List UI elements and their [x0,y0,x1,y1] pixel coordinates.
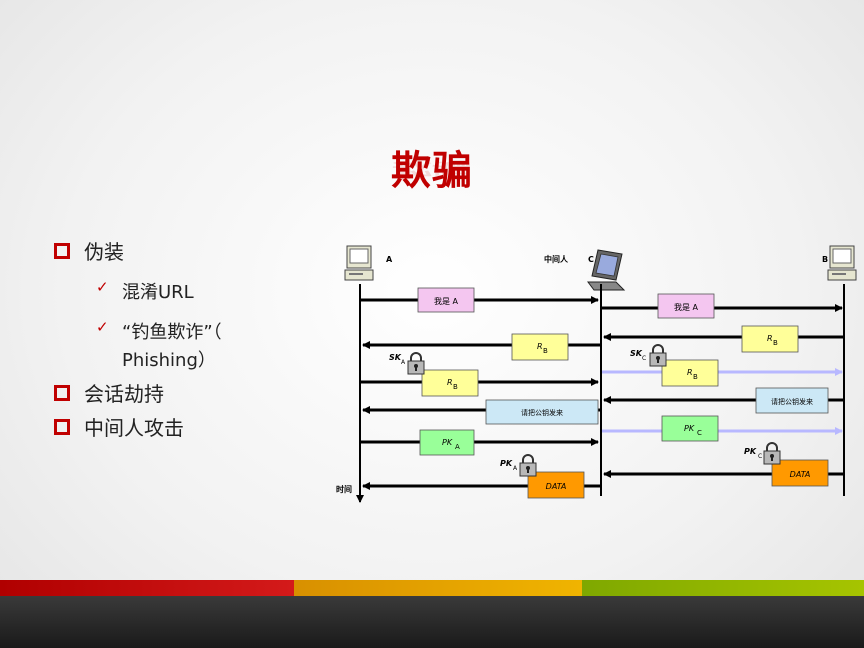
svg-text:C: C [697,429,702,437]
msg-box-request-key-c: 请把公钥发来 [485,399,599,425]
bullet-text: 伪装 [84,240,124,264]
bullet-text: Phishing） [122,350,216,371]
party-a-label: A [386,255,393,264]
svg-text:B: B [693,373,698,381]
square-bullet-icon [54,418,70,435]
pkc-lock-sub: C [758,453,762,460]
footer-bar [0,596,864,648]
ska-label: SK [389,353,402,362]
svg-text:请把公钥发来: 请把公钥发来 [521,408,563,417]
time-label: 时间 [336,484,352,494]
msg-box-request-key-b: 请把公钥发来 [755,387,829,414]
bullet-text: 会话劫持 [84,382,164,406]
lock-icon [649,344,667,367]
svg-text:我是 A: 我是 A [674,302,699,312]
pkc-lock-label: PK [744,447,757,456]
footer-band-yellow [294,580,582,596]
svg-text:请把公钥发来: 请把公钥发来 [771,397,813,406]
party-c-label: C [588,255,594,264]
skc-label: SK [630,349,643,358]
party-c-prefix-label: 中间人 [544,254,569,264]
square-bullet-icon [54,242,70,259]
svg-text:R: R [767,334,773,343]
ska-sub: A [401,359,406,366]
pka-lock-sub: A [513,465,518,472]
msg-box-pka: PK A [419,429,475,456]
check-icon: ✓ [96,318,109,336]
footer-band-green [582,580,864,596]
msg-box-iam-a-1: 我是 A [417,287,475,313]
svg-text:R: R [537,342,543,351]
svg-text:PK: PK [684,424,695,433]
svg-text:R: R [687,368,693,377]
svg-text:DATA: DATA [790,470,811,479]
sub-bullet-phishing: ✓ “钓鱼欺诈”（ [96,318,222,344]
party-b-label: B [822,255,828,264]
square-bullet-icon [54,384,70,401]
lock-icon [763,442,781,465]
lock-icon [519,454,537,477]
bullet-item-mitm: 中间人攻击 [54,412,184,441]
svg-text:A: A [455,443,460,451]
svg-text:PK: PK [442,438,453,447]
msg-box-data-b-to-c: DATA [771,459,829,487]
bullet-text: 中间人攻击 [84,416,184,440]
bullet-item-disguise: 伪装 [54,236,124,265]
svg-text:B: B [773,339,778,347]
computer-b-icon [827,245,857,281]
footer-band-red [0,580,294,596]
laptop-c-icon [587,249,626,291]
pka-lock-label: PK [500,459,513,468]
lock-icon [407,352,425,375]
msg-box-rb-signed-ska: R B [421,369,479,397]
msg-box-rb-b-to-c: R B [741,325,799,353]
bullet-text: 混淆URL [122,282,194,303]
msg-box-rb-signed-skc: R B [661,359,719,387]
msg-box-rb-c-to-a: R B [511,333,569,361]
svg-text:R: R [447,378,453,387]
bullet-item-session-hijack: 会话劫持 [54,378,164,407]
sub-bullet-phishing-cont: Phishing） [96,346,216,372]
svg-text:B: B [543,347,548,355]
computer-a-icon [344,245,374,281]
svg-text:DATA: DATA [546,482,567,491]
bullet-text: “钓鱼欺诈”（ [122,322,222,343]
msg-box-pkc: PK C [661,415,719,442]
sub-bullet-url: ✓ 混淆URL [96,278,194,304]
svg-text:我是 A: 我是 A [434,296,459,306]
msg-box-data-c-to-a: DATA [527,471,585,499]
msg-box-iam-a-2: 我是 A [657,293,715,319]
mitm-sequence-diagram: A 中间人 C B 时间 我是 A 我是 A R B R B R B SK A [336,245,857,503]
slide-title: 欺骗 [391,148,473,194]
svg-text:B: B [453,383,458,391]
check-icon: ✓ [96,278,109,296]
skc-sub: C [642,355,646,362]
